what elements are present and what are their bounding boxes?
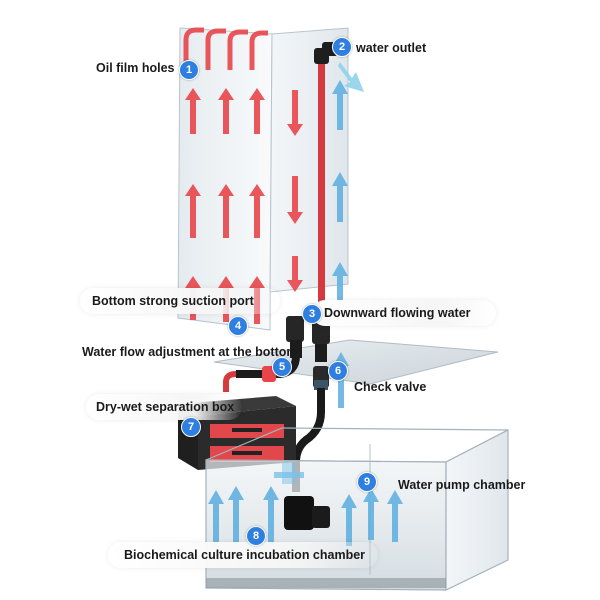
marker-1: 1 bbox=[179, 60, 199, 80]
label-bottom-suction: Bottom strong suction port bbox=[92, 294, 254, 308]
label-downward-water: Downward flowing water bbox=[324, 306, 471, 320]
marker-5: 5 bbox=[272, 357, 292, 377]
marker-8: 8 bbox=[246, 526, 266, 546]
blue-up-arrows-column bbox=[332, 80, 348, 300]
filter-column bbox=[177, 27, 364, 331]
marker-2: 2 bbox=[332, 37, 352, 57]
label-check-valve: Check valve bbox=[354, 380, 427, 394]
return-pipe bbox=[318, 58, 325, 320]
red-down-arrows bbox=[287, 90, 303, 292]
label-biochemical-chamber: Biochemical culture incubation chamber bbox=[124, 548, 366, 562]
marker-6: 6 bbox=[328, 361, 348, 381]
label-flow-adjustment: Water flow adjustment at the bottom bbox=[82, 345, 298, 359]
label-oil-film-holes: Oil film holes bbox=[96, 61, 175, 75]
oil-film-flow bbox=[183, 27, 268, 70]
bottom-fittings bbox=[223, 316, 330, 492]
blue-up-arrows-tank bbox=[208, 486, 403, 548]
pill-dry-wet-box bbox=[86, 394, 242, 420]
outlet-arrow bbox=[338, 62, 364, 92]
label-dry-wet-box: Dry-wet separation box bbox=[96, 400, 235, 414]
marker-9: 9 bbox=[357, 472, 377, 492]
marker-4: 4 bbox=[228, 316, 248, 336]
pill-biochemical bbox=[108, 542, 378, 568]
pill-downward-water bbox=[312, 300, 496, 326]
marker-3: 3 bbox=[302, 304, 322, 324]
label-water-outlet: water outlet bbox=[356, 41, 427, 55]
label-pump-chamber: Water pump chamber bbox=[398, 478, 526, 492]
pill-bottom-suction bbox=[80, 288, 280, 314]
marker-7: 7 bbox=[181, 417, 201, 437]
